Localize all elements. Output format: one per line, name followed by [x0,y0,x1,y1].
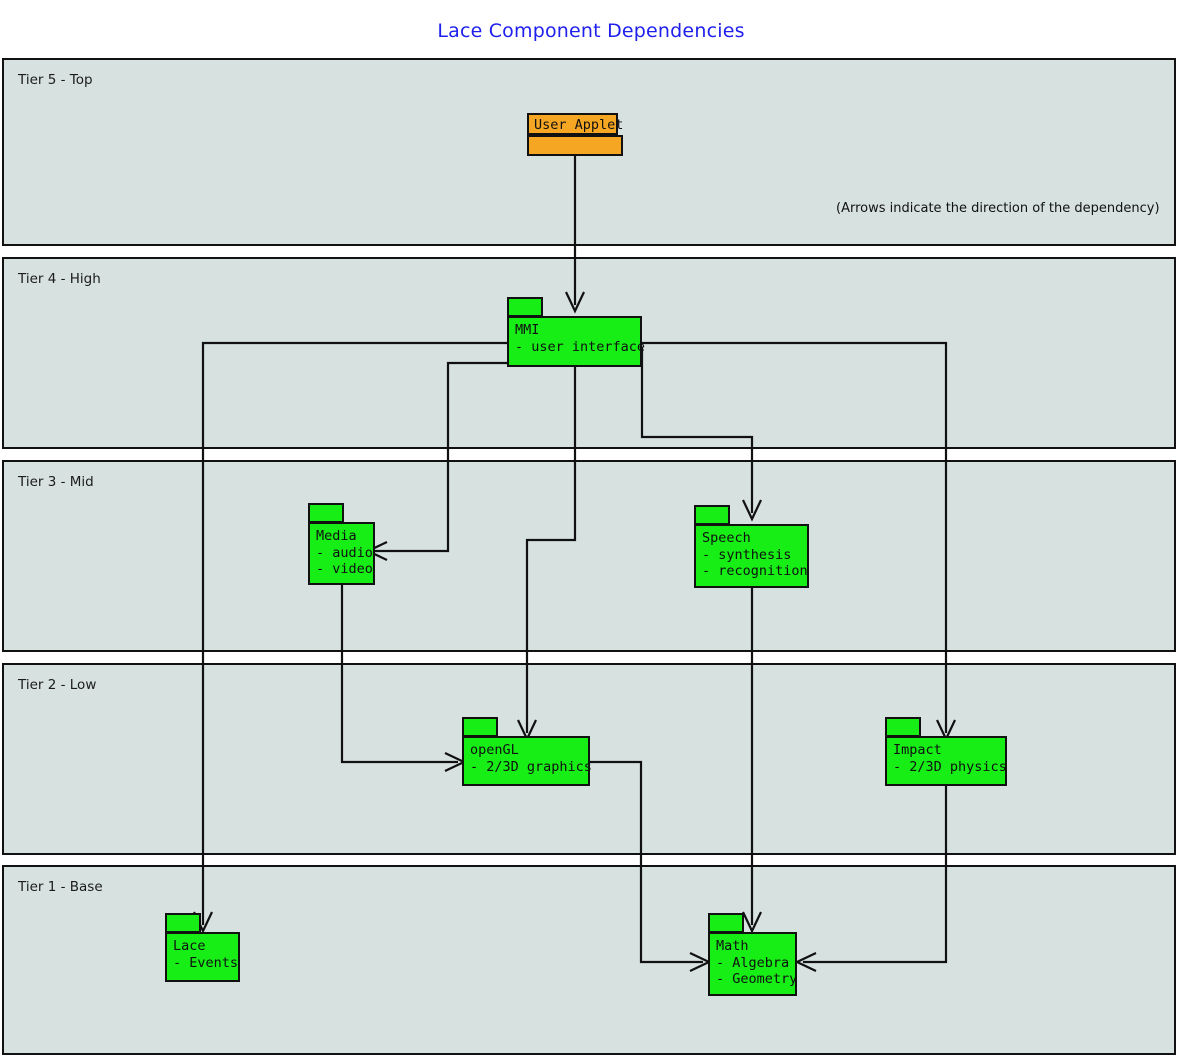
component-name: User Applet [534,117,624,133]
component-detail: - 2/3D graphics [470,758,592,775]
package-tab [507,297,543,317]
wire-impact-to-math [794,786,948,972]
component-name: Impact [893,742,942,758]
component-detail: - user interface [515,338,646,355]
component-math[interactable]: Math - Algebra - Geometry [708,913,797,996]
component-name: MMI [515,322,540,338]
package-body: Impact - 2/3D physics [885,736,1007,786]
wire-mmi-to-lace [193,341,508,934]
package-tab: User Applet [527,113,624,135]
package-body: Media - audio - video [308,522,375,585]
wire-opengl-to-math [590,760,712,972]
package-body: Lace - Events [165,932,240,982]
page-title: Lace Component Dependencies [437,20,745,42]
component-user-applet[interactable]: User Applet [527,113,623,156]
package-tab [308,503,344,523]
tier-label-tier5: Tier 5 - Top [18,72,93,88]
wire-mmi-to-opengl [517,367,577,742]
component-name: Lace [173,938,206,954]
package-body [527,135,623,156]
component-name: Speech [702,530,751,546]
wire-mmi-to-media [365,361,508,561]
component-lace[interactable]: Lace - Events [165,913,240,982]
wire-user-applet-to-mmi [565,155,585,314]
package-tab [694,505,730,525]
package-tab [165,913,201,933]
component-detail: - 2/3D physics [893,758,1007,775]
component-name: Media [316,528,357,544]
component-detail: - video [316,561,373,577]
component-detail: - Algebra [716,954,790,971]
wire-mmi-to-speech [640,347,762,522]
tier-band-tier3: Tier 3 - Mid [2,460,1176,652]
component-detail: - synthesis [702,546,792,563]
component-mmi[interactable]: MMI - user interface [507,297,646,367]
component-name: Math [716,938,749,954]
component-media[interactable]: Media - audio - video [308,503,375,585]
component-detail: - audio [316,544,373,561]
component-impact[interactable]: Impact - 2/3D physics [885,717,1007,786]
package-body: Math - Algebra - Geometry [708,932,797,996]
package-tab [708,913,744,933]
wire-media-to-opengl [340,584,467,772]
tier-label-tier3: Tier 3 - Mid [18,474,94,490]
package-tab [885,717,921,737]
component-detail: - recognition [702,563,808,579]
wire-speech-to-math [742,588,762,934]
component-detail: - Events [173,954,239,971]
component-name: openGL [470,742,519,758]
package-body: Speech - synthesis - recognition [694,524,809,588]
tier-label-tier4: Tier 4 - High [18,271,101,287]
package-body: MMI - user interface [507,316,646,367]
component-opengl[interactable]: openGL - 2/3D graphics [462,717,592,786]
legend-note: (Arrows indicate the direction of the de… [836,201,1160,216]
package-tab [462,717,498,737]
package-body: openGL - 2/3D graphics [462,736,592,786]
tier-label-tier2: Tier 2 - Low [18,677,97,693]
tier-label-tier1: Tier 1 - Base [18,879,103,895]
component-speech[interactable]: Speech - synthesis - recognition [694,505,809,588]
component-detail: - Geometry [716,971,798,987]
